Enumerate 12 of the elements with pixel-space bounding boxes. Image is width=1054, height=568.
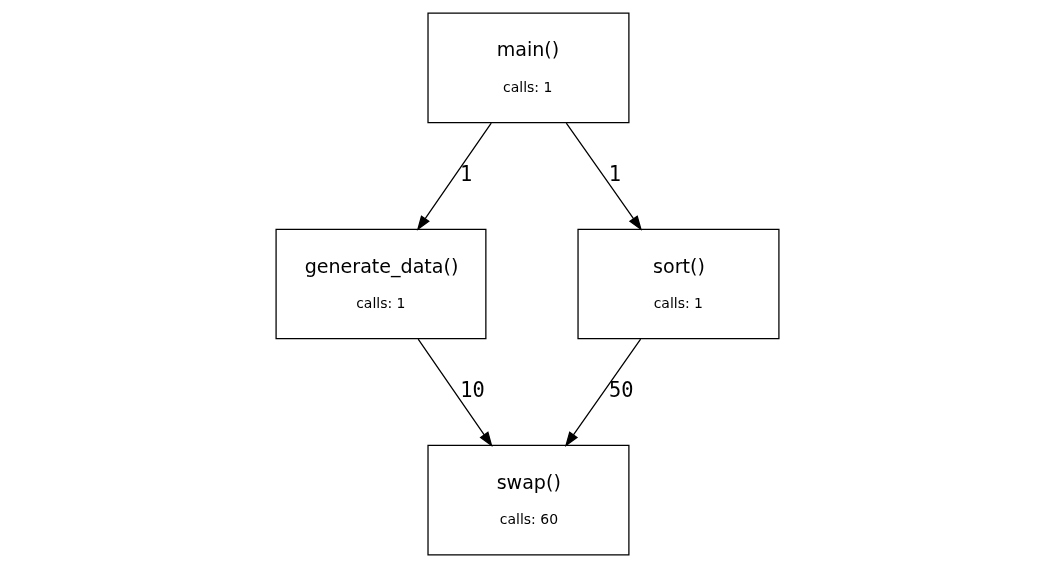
node-box: generate_data() calls: 1 — [274, 228, 486, 340]
arrow — [565, 122, 642, 231]
node-box: sort() calls: 1 — [576, 228, 780, 340]
arrow — [564, 338, 641, 447]
arrow — [416, 122, 492, 231]
edge-label: 50 — [608, 377, 634, 402]
node-box: swap() calls: 60 — [426, 444, 630, 556]
edge-label: 10 — [459, 377, 485, 402]
arrow — [417, 338, 493, 447]
node-box: main() calls: 1 — [426, 12, 630, 124]
edge-label: 1 — [459, 161, 472, 186]
edge-label: 1 — [608, 161, 621, 186]
